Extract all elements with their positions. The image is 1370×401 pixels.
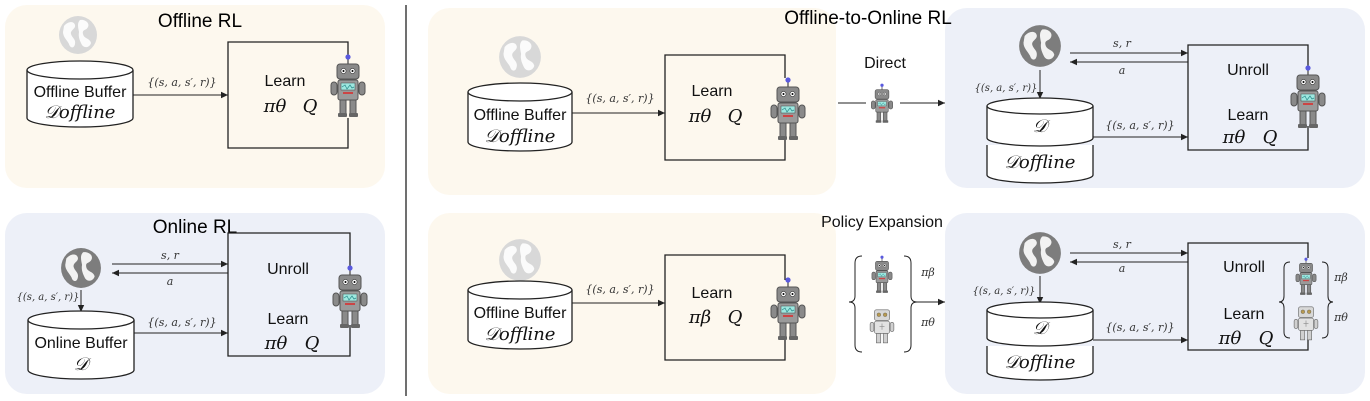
offline-buffer-database-icon: [26, 60, 134, 128]
globe-icon: [61, 248, 101, 288]
buffer-symbol: 𝒟: [74, 354, 92, 375]
offline-rl-panel: Offline RL Offline Buffer 𝒟offline {(s, …: [5, 5, 385, 188]
pi-theta-label: πθ: [1333, 311, 1348, 324]
buffer-symbol: 𝒟offline: [45, 102, 116, 123]
buffer-label: Offline Buffer: [474, 107, 567, 124]
learn-label: Learn: [1228, 107, 1269, 124]
online-buffer-database-icon: [27, 310, 135, 380]
globe-icon: [59, 16, 97, 54]
globe-icon: [1019, 232, 1061, 274]
action-label: a: [167, 275, 174, 288]
offline-buffer-symbol: 𝒟offline: [1005, 152, 1076, 173]
unroll-label: Unroll: [267, 261, 309, 278]
globe-icon: [499, 239, 541, 281]
direct-label: Direct: [864, 55, 906, 72]
learner-box: [664, 54, 786, 161]
pi-beta-label: πβ: [1333, 271, 1348, 284]
globe-icon: [1019, 25, 1061, 67]
database-icon: [467, 82, 573, 102]
learner-box: [664, 254, 786, 361]
transition-label: {(s, a, s′, r)}: [1105, 119, 1174, 132]
q-label: Q: [728, 106, 743, 127]
transition-label: {(s, a, s′, r)}: [585, 283, 654, 296]
expanded-robot-icon: [869, 309, 895, 344]
buffer-label: Online Buffer: [34, 335, 128, 352]
policy-label: πθ: [264, 333, 288, 354]
transition-label: {(s, a, s′, r)}: [585, 92, 654, 105]
learn-label: Learn: [1224, 306, 1265, 323]
env-transition-label: {(s, a, s′, r)}: [973, 286, 1036, 297]
panel-title: Online RL: [153, 217, 238, 238]
buffer-symbol: 𝒟: [1033, 318, 1051, 339]
transition-label: {(s, a, s′, r)}: [1105, 321, 1174, 334]
pex-offline-panel: Offline Buffer 𝒟offline {(s, a, s′, r)} …: [428, 213, 836, 394]
learn-label: Learn: [692, 83, 733, 100]
panel-title: Offline RL: [158, 11, 242, 32]
policy-label: πθ: [1218, 328, 1242, 349]
direct-online-panel: s, r a {(s, a, s′, r)} 𝒟 𝒟offline {(s, a…: [945, 8, 1365, 188]
policy-label: πθ: [688, 106, 712, 127]
obs-label: s, r: [1113, 238, 1132, 251]
globe-icon: [499, 36, 541, 78]
policy-set: πβ πθ: [848, 255, 945, 353]
offline-buffer-symbol: 𝒟offline: [1005, 352, 1076, 373]
database-icon: [986, 97, 1094, 115]
transition-label: {(s, a, s′, r)}: [147, 76, 216, 89]
buffer-symbol: 𝒟: [1033, 116, 1051, 137]
learner-box: [227, 41, 349, 149]
policy-expansion-label: Policy Expansion: [821, 214, 943, 231]
policy-label: πθ: [263, 96, 287, 117]
learn-label: Learn: [265, 73, 306, 90]
pi-theta-label: πθ: [920, 316, 935, 329]
q-label: Q: [728, 307, 743, 328]
database-icon: [986, 301, 1094, 319]
unroll-label: Unroll: [1223, 259, 1265, 276]
learner-box: [227, 232, 351, 357]
pi-beta-label: πβ: [920, 266, 935, 279]
action-label: a: [1119, 64, 1126, 77]
policy-label: πβ: [688, 307, 711, 328]
action-label: a: [1119, 262, 1126, 275]
obs-label: s, r: [1113, 37, 1132, 50]
offline-to-online-title: Offline-to-Online RL: [784, 8, 952, 29]
learner-box: [1187, 44, 1309, 151]
direct-offline-panel: Offline Buffer 𝒟offline {(s, a, s′, r)} …: [428, 8, 836, 195]
q-label: Q: [305, 333, 320, 354]
buffer-label: Offline Buffer: [474, 305, 567, 322]
robot-icon: [870, 83, 894, 124]
pex-online-panel: s, r a {(s, a, s′, r)} 𝒟 𝒟offline {(s, a…: [945, 213, 1365, 394]
buffer-symbol: 𝒟offline: [485, 126, 556, 147]
learn-label: Learn: [692, 285, 733, 302]
learner-box: [1187, 242, 1309, 351]
unroll-label: Unroll: [1227, 62, 1269, 79]
robot-icon: [871, 255, 893, 294]
buffer-label: Offline Buffer: [34, 84, 127, 101]
q-label: Q: [303, 96, 318, 117]
online-rl-panel: Online RL s, r a {(s, a, s′, r)} Online …: [5, 213, 385, 394]
obs-label: s, r: [161, 249, 180, 262]
database-icon: [467, 280, 573, 300]
buffer-symbol: 𝒟offline: [485, 324, 556, 345]
env-transition-label: {(s, a, s′, r)}: [17, 292, 80, 303]
transition-label: {(s, a, s′, r)}: [147, 316, 216, 329]
q-label: Q: [1259, 328, 1274, 349]
q-label: Q: [1263, 127, 1278, 148]
learn-label: Learn: [268, 311, 309, 328]
policy-label: πθ: [1222, 127, 1246, 148]
env-transition-label: {(s, a, s′, r)}: [975, 83, 1038, 94]
